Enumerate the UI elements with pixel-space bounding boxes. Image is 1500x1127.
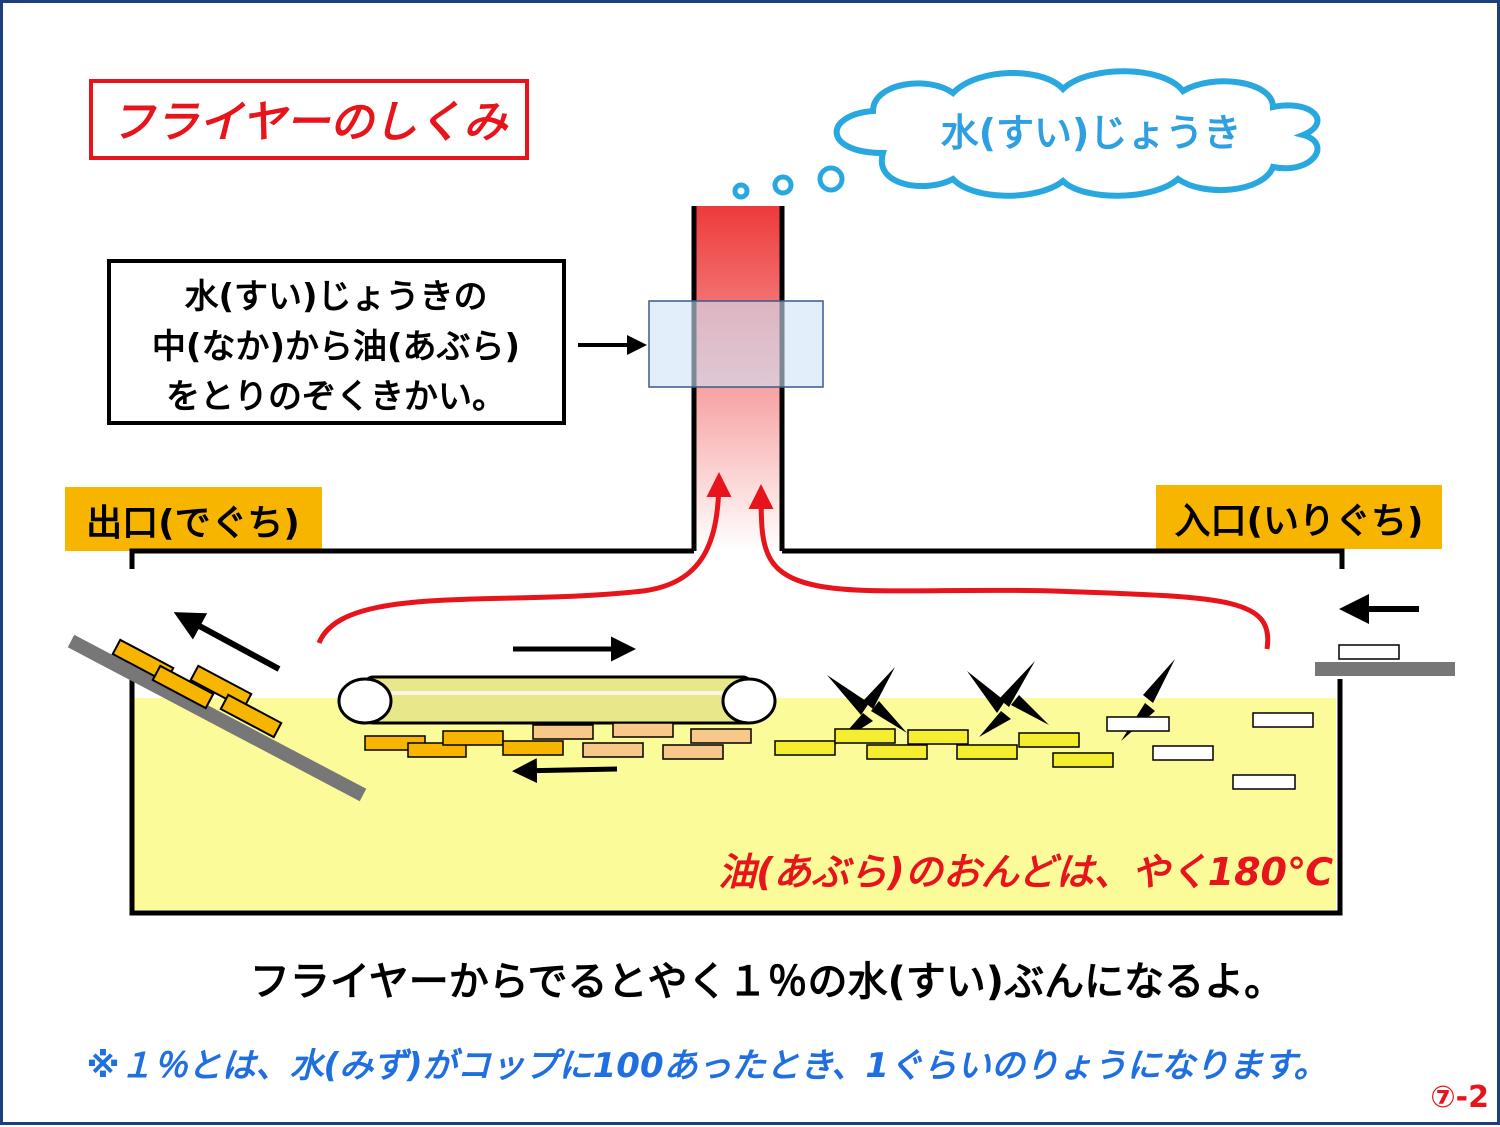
steam-flow-right-arrow — [748, 484, 1271, 650]
raw-items — [774, 712, 1314, 790]
footnote: ※１％とは、水(みず)がコップに100あったとき、1ぐらいのりょうになります。 — [87, 1046, 1328, 1086]
conveyor-roller-right — [721, 677, 777, 725]
hood-outline — [129, 548, 1345, 569]
frying-items — [364, 722, 752, 760]
steam-bubble-medium — [772, 174, 794, 196]
oil-separator-box — [648, 300, 824, 388]
exit-label-box: 出口(でぐち) — [65, 487, 322, 551]
moisture-statement: フライヤーからでるとやく１％の水(すい)ぶんになるよ。 — [250, 959, 1284, 1005]
exit-ramp — [67, 612, 367, 802]
steam-bubble-small — [732, 182, 750, 200]
separator-note-line-3: をとりのぞくきかい。 — [166, 377, 506, 417]
paddle-2 — [967, 661, 1049, 737]
conveyor-bottom-arrow — [512, 758, 618, 784]
conveyor — [337, 636, 777, 784]
conveyor-belt — [363, 675, 753, 725]
fryer-diagram: フライヤーのしくみ 水(すい)じょうき 水(すい)じょうきの 中(なか)から油(… — [65, 68, 1489, 1115]
steam-flow-left-arrow — [316, 472, 732, 645]
steam-flow — [316, 472, 1271, 650]
entrance-conveyor — [1315, 594, 1455, 676]
separator-note: 水(すい)じょうきの 中(なか)から油(あぶら) をとりのぞくきかい。 — [107, 259, 647, 425]
title-text: フライヤーのしくみ — [111, 97, 509, 148]
entrance-label-box: 入口(いりぐち) — [1156, 485, 1442, 549]
entrance-label: 入口(いりぐち) — [1175, 501, 1424, 542]
exit-conveyor — [67, 634, 367, 802]
fryer-tank — [129, 679, 1343, 916]
steam-cloud: 水(すい)じょうき — [732, 68, 1321, 200]
cloud-shape — [833, 68, 1321, 199]
separator-note-line-1: 水(すい)じょうきの — [184, 277, 487, 317]
exit-label: 出口(でぐち) — [86, 503, 300, 544]
oil-temperature-label: 油(あぶら)のおんどは、やく180℃ — [718, 850, 1333, 894]
conveyor-roller-left — [337, 677, 393, 725]
steam-cloud-label: 水(すい)じょうき — [941, 111, 1242, 155]
chimney — [648, 206, 824, 551]
separator-note-line-2: 中(なか)から油(あぶら) — [152, 327, 520, 367]
steam-bubble-large — [817, 165, 845, 193]
title-box: フライヤーのしくみ — [89, 79, 529, 160]
exit-direction-arrow — [173, 612, 281, 672]
page-number: ⑦-2 — [1430, 1080, 1489, 1115]
